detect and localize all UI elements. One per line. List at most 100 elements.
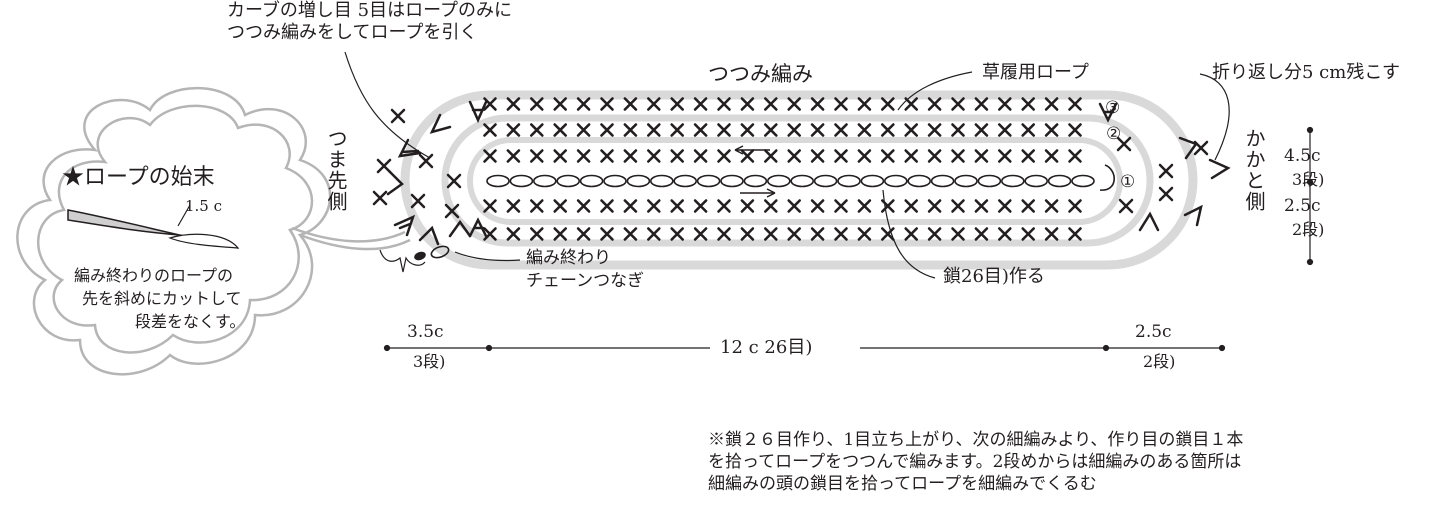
sc-stitch xyxy=(834,199,848,213)
sc-stitch xyxy=(857,123,872,137)
sc-stitch xyxy=(927,149,942,163)
sc-stitch xyxy=(951,123,965,137)
sc-stitch xyxy=(670,123,684,137)
bottom-right-rows: 2段) xyxy=(1143,352,1176,371)
sc-stitch xyxy=(600,149,614,163)
sc-stitch xyxy=(693,199,708,213)
rope-end-line3: 段差をなくす。 xyxy=(135,312,246,331)
sc-stitch xyxy=(576,123,591,137)
speech-bubble xyxy=(16,86,411,376)
toe-side-label: つま先側 xyxy=(324,128,348,212)
sc-stitch xyxy=(951,199,965,213)
sc-stitch xyxy=(998,227,1012,241)
right-bottom-rows: 2段) xyxy=(1292,220,1325,239)
heel-side-label: かかと側 xyxy=(1242,128,1266,212)
chain-stitch xyxy=(532,174,557,188)
sc-stitch xyxy=(974,199,989,213)
sc-stitch xyxy=(998,199,1012,213)
sc-stitch xyxy=(553,97,567,111)
sc-stitch xyxy=(1068,97,1082,111)
sc-stitch xyxy=(530,97,544,111)
chain-stitch xyxy=(673,174,698,188)
sc-stitch xyxy=(1044,227,1059,241)
sc-stitch xyxy=(740,149,755,163)
sc-stitch xyxy=(904,97,918,111)
sc-stitch xyxy=(974,123,989,137)
sc-stitch xyxy=(506,123,521,137)
leader-lines xyxy=(344,51,1230,279)
sc-stitch xyxy=(1068,227,1082,241)
sc-stitch xyxy=(1021,149,1035,163)
chain-stitch xyxy=(930,174,955,188)
instruction-line3: 細編みの頭の鎖目を拾ってロープを細編みでくるむ xyxy=(708,474,1097,494)
sc-stitch xyxy=(810,97,825,111)
sc-stitch xyxy=(717,123,731,137)
rope-ovals xyxy=(400,90,1198,270)
right-bottom-value: 2.5c xyxy=(1284,196,1321,216)
sc-stitch xyxy=(553,199,567,213)
sc-stitch xyxy=(974,227,989,241)
chain-stitch xyxy=(766,174,791,188)
sc-stitch xyxy=(600,199,614,213)
row-2-marker: ② xyxy=(1106,124,1122,144)
rope-label: 草履用ロープ xyxy=(982,62,1089,83)
sc-stitch xyxy=(647,149,661,163)
chain-stitch xyxy=(883,174,908,188)
chain-stitch xyxy=(626,174,651,188)
sc-stitch xyxy=(1021,199,1035,213)
chain-stitch xyxy=(1000,174,1025,188)
rope-start-title: ★ロープの始末 xyxy=(62,165,215,190)
sc-stitch xyxy=(647,97,661,111)
sc-stitch xyxy=(530,199,544,213)
sc-stitch xyxy=(717,97,731,111)
bottom-dimension xyxy=(383,344,1226,352)
sc-stitch xyxy=(881,123,895,137)
sc-stitch xyxy=(998,149,1012,163)
bottom-left-value: 3.5c xyxy=(407,322,444,342)
sc-stitch xyxy=(834,227,848,241)
sc-stitch xyxy=(881,97,895,111)
sc-stitch xyxy=(647,123,661,137)
sc-stitch xyxy=(670,227,684,241)
instruction-line2: を拾ってロープをつつんで編みます。2段めからは細編みのある箇所は xyxy=(708,452,1242,472)
sc-stitch xyxy=(483,199,497,213)
chain-stitch xyxy=(603,174,627,188)
sc-stitch xyxy=(787,227,801,241)
sc-stitch xyxy=(1068,149,1082,163)
chain-stitch xyxy=(813,174,838,188)
sc-stitch xyxy=(623,227,638,241)
sc-stitch xyxy=(576,149,591,163)
row-3-marker: ③ xyxy=(1105,98,1121,118)
sc-stitch xyxy=(717,199,731,213)
sc-stitch xyxy=(506,227,521,241)
sc-stitch xyxy=(764,149,778,163)
sc-stitch xyxy=(810,227,825,241)
sc-stitch xyxy=(1021,97,1035,111)
fold-note: 折り返し分5 cm残こす xyxy=(1212,62,1400,83)
sc-stitch xyxy=(530,227,544,241)
bottom-center-width: 12 c 26目) xyxy=(720,337,813,358)
right-dimension xyxy=(1306,126,1314,266)
sc-stitch xyxy=(600,227,614,241)
foundation-chain xyxy=(486,174,1095,188)
finish-label-2: チェーンつなぎ xyxy=(526,271,645,291)
sc-stitch xyxy=(693,97,708,111)
single-crochet-rows xyxy=(483,97,1082,241)
sc-stitch xyxy=(787,149,801,163)
sc-stitch xyxy=(623,199,638,213)
sc-stitch xyxy=(857,227,872,241)
sc-stitch xyxy=(623,123,638,137)
chain-stitch xyxy=(509,174,534,188)
sc-stitch xyxy=(764,227,778,241)
sc-stitch xyxy=(530,123,544,137)
sc-stitch xyxy=(857,149,872,163)
chain-stitch xyxy=(790,174,815,188)
sc-stitch xyxy=(787,123,801,137)
chain-stitch xyxy=(977,174,1002,188)
sc-stitch xyxy=(553,149,567,163)
side-x-stitches xyxy=(372,108,1209,219)
sc-stitch xyxy=(1044,97,1059,111)
chain-turn xyxy=(1099,164,1115,191)
bottom-left-rows: 3段) xyxy=(413,352,446,371)
